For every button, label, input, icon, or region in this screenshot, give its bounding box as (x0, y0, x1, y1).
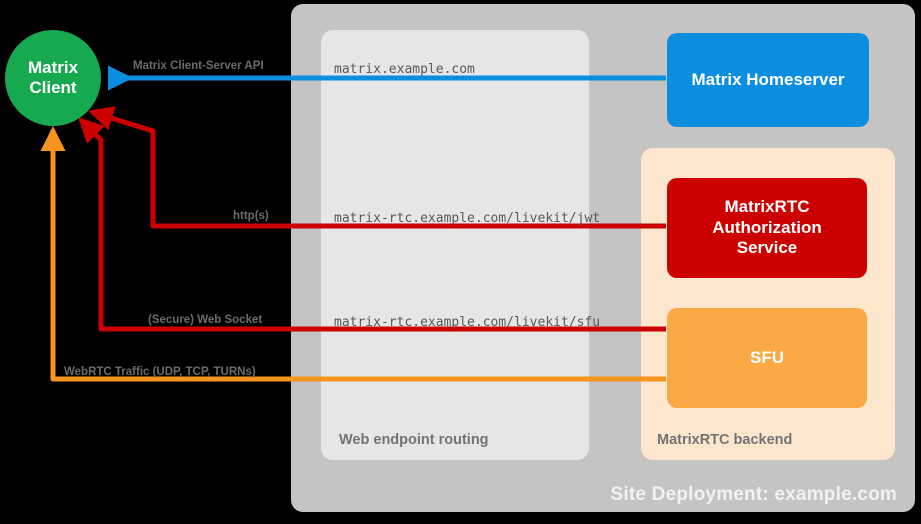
auth-service-label-line1: MatrixRTC (724, 197, 810, 217)
connection-label-secure-web-socket: (Secure) Web Socket (148, 314, 263, 326)
matrixrtc-backend-label: MatrixRTC backend (657, 432, 793, 448)
web-endpoint-routing-panel: Web endpoint routing (321, 30, 589, 460)
endpoint-url-matrix: matrix.example.com (334, 62, 475, 77)
connection-label-https: http(s) (233, 210, 269, 222)
connection-label-webrtc-traffic: WebRTC Traffic (UDP, TCP, TURNs) (64, 366, 256, 378)
auth-service-label-line3: Service (736, 238, 798, 258)
matrix-client-label-line2: Client (29, 78, 77, 97)
node-matrix-client[interactable]: Matrix Client (5, 30, 101, 126)
endpoint-url-livekit-sfu: matrix-rtc.example.com/livekit/sfu (334, 315, 601, 330)
web-endpoint-routing-label: Web endpoint routing (339, 432, 489, 448)
node-sfu[interactable]: SFU (667, 308, 867, 408)
node-matrixrtc-authorization-service[interactable]: MatrixRTC Authorization Service (667, 178, 867, 278)
matrix-client-label-line1: Matrix (27, 58, 79, 78)
connection-label-matrix-client-server-api: Matrix Client-Server API (133, 60, 264, 72)
node-matrix-homeserver[interactable]: Matrix Homeserver (667, 33, 869, 127)
auth-service-label-line2: Authorization (712, 217, 822, 237)
site-deployment-label: Site Deployment: example.com (610, 484, 897, 505)
sfu-label: SFU (750, 347, 784, 367)
endpoint-url-livekit-jwt: matrix-rtc.example.com/livekit/jwt (334, 211, 601, 226)
matrix-homeserver-label: Matrix Homeserver (691, 69, 845, 89)
